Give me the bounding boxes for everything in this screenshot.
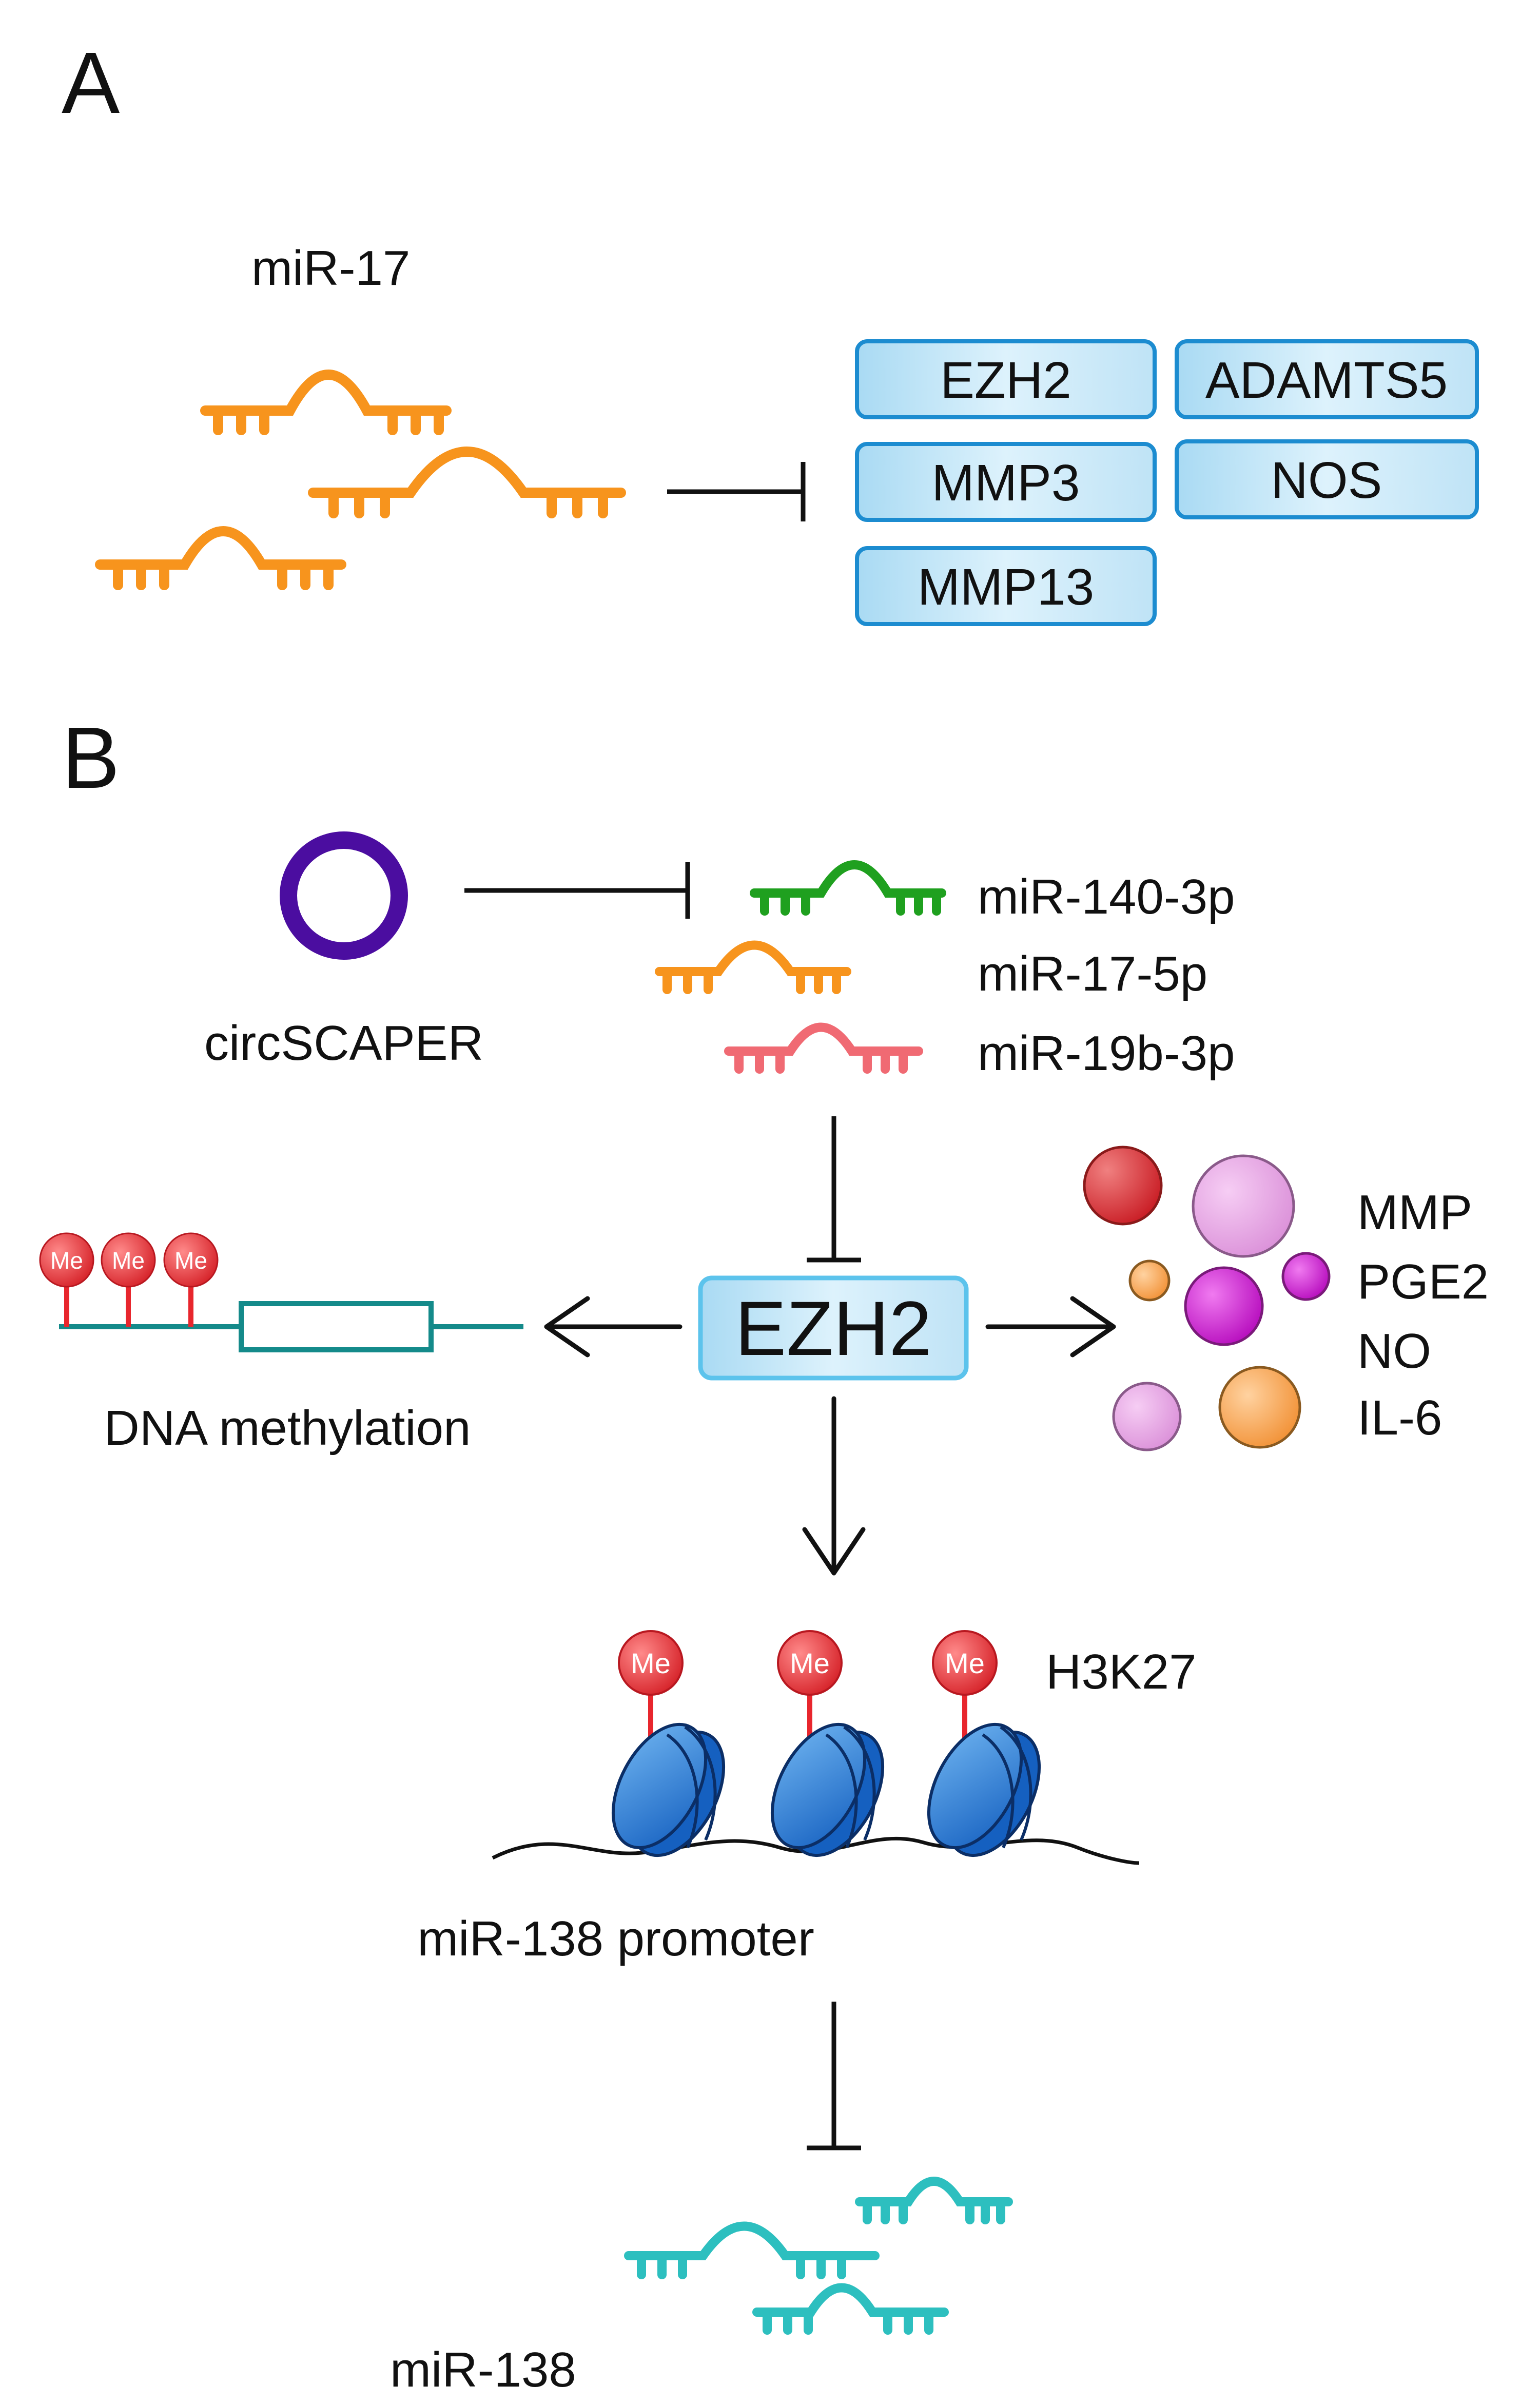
inhibition-arrow-circ [464, 862, 690, 919]
arrow-to-h3k27 [802, 1396, 866, 1576]
mir138-strand-3 [752, 2283, 949, 2335]
mir140-strand [750, 860, 946, 916]
arrow-to-dna-methylation [544, 1296, 683, 1358]
factor-spheres [1083, 1146, 1331, 1451]
me-label-dna-2: Me [112, 1247, 145, 1274]
circscaper-ring [280, 831, 408, 960]
target-label-mmp3: MMP3 [932, 454, 1080, 512]
factor-label-pge2: PGE2 [1357, 1254, 1489, 1309]
mir138-strand-1 [855, 2177, 1013, 2224]
me-label-h3k27-3: Me [945, 1647, 985, 1679]
mir17-strand-2 [308, 447, 626, 518]
me-mark-dna-1 [39, 1232, 94, 1288]
me-label-dna-1: Me [50, 1247, 83, 1274]
me-label-h3k27-1: Me [631, 1647, 671, 1679]
target-box-adamts5: ADAMTS5 [1175, 339, 1479, 419]
me-mark-dna-2 [101, 1232, 156, 1288]
factor-label-il6: IL-6 [1357, 1390, 1442, 1445]
inhibition-arrow-mirna-ezh2 [807, 1116, 861, 1263]
mir17-5p-strand [655, 940, 851, 994]
arrow-to-factors [985, 1296, 1116, 1358]
factor-label-mmp: MMP [1357, 1185, 1472, 1240]
me-mark-dna-3 [163, 1232, 219, 1288]
h3k27-label: H3K27 [1046, 1644, 1197, 1699]
mir140-label: miR-140-3p [978, 869, 1235, 924]
panel-a-letter: A [62, 34, 120, 132]
sphere-orange-large [1218, 1366, 1301, 1449]
me-mark-h3k27-3 [932, 1630, 998, 1696]
promoter-label: miR-138 promoter [417, 1911, 814, 1966]
inhibition-arrow-a [667, 462, 806, 521]
mir17-strand-1 [200, 370, 452, 435]
sphere-red [1083, 1146, 1163, 1226]
ezh2-center-box: EZH2 [698, 1275, 969, 1381]
me-mark-h3k27-1 [618, 1630, 684, 1696]
mir17-5p-label: miR-17-5p [978, 946, 1207, 1001]
target-label-nos: NOS [1271, 452, 1382, 509]
circscaper-label: circSCAPER [204, 1016, 483, 1071]
target-box-ezh2: EZH2 [855, 339, 1157, 419]
me-label-dna-3: Me [174, 1247, 207, 1274]
panel-b-letter: B [62, 709, 120, 807]
nucleosome-1: Me [611, 1630, 726, 1857]
target-label-mmp13: MMP13 [918, 558, 1095, 616]
chromatin-graphic: Me Me Me [492, 1630, 1140, 1865]
target-box-mmp13: MMP13 [855, 546, 1157, 626]
mir17-label: miR-17 [251, 241, 410, 296]
ezh2-center-label: EZH2 [735, 1285, 931, 1371]
target-label-ezh2: EZH2 [940, 352, 1071, 409]
sphere-lilac-large [1192, 1154, 1295, 1258]
mir19b-strand [724, 1022, 923, 1074]
sphere-magenta-large [1184, 1266, 1264, 1346]
sphere-lilac-small [1112, 1382, 1182, 1451]
me-label-h3k27-2: Me [790, 1647, 830, 1679]
target-box-nos: NOS [1175, 439, 1479, 519]
mir17-strand-3 [95, 526, 346, 590]
nucleosome-2: Me [770, 1630, 885, 1857]
target-box-mmp3: MMP3 [855, 442, 1157, 522]
nucleosome-3: Me [927, 1630, 1041, 1857]
dna-methylation-graphic: Me Me Me [39, 1232, 523, 1352]
factor-label-no: NO [1357, 1324, 1431, 1379]
sphere-orange-small [1128, 1259, 1171, 1302]
mir19b-label: miR-19b-3p [978, 1026, 1235, 1081]
mir138-label: miR-138 [390, 2342, 576, 2397]
target-label-adamts5: ADAMTS5 [1205, 352, 1448, 409]
sphere-magenta-small [1281, 1252, 1331, 1301]
mir138-strand-2 [624, 2221, 880, 2279]
me-mark-h3k27-2 [777, 1630, 843, 1696]
dna-methylation-label: DNA methylation [104, 1401, 471, 1456]
inhibition-arrow-promoter [807, 2002, 861, 2150]
